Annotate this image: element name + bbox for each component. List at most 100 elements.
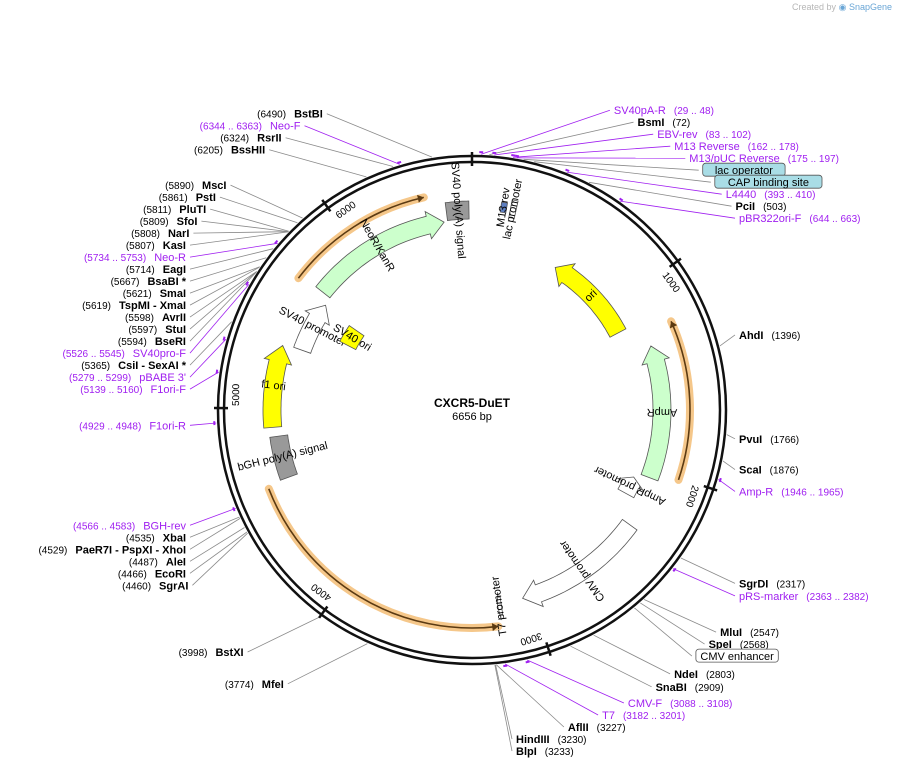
site-sgrai-name: SgrAI xyxy=(159,580,188,592)
site-mfei-connector xyxy=(287,643,368,685)
primer-t7-name: T7 xyxy=(602,710,615,722)
primer-m13-puc-reverse-range: (175 .. 197) xyxy=(788,154,839,165)
watermark-created-by: Created by xyxy=(792,2,837,12)
site-alei-connector xyxy=(189,527,245,562)
site-eagi-label: (5714)EagI xyxy=(126,264,186,276)
site-sfoi-label: (5809)SfoI xyxy=(140,216,198,228)
boxed-feature-cmv-enhancer: CMV enhancer xyxy=(695,648,779,663)
site-avrii-position: (5598) xyxy=(125,313,154,324)
primer-prs-marker: pRS-marker(2363 .. 2382) xyxy=(739,591,869,603)
site-bsabi-name: BsaBI * xyxy=(147,276,186,288)
tick-2000 xyxy=(703,484,718,492)
primer-amp-r-connector xyxy=(718,479,736,492)
primer-prs-marker-connector xyxy=(672,568,736,597)
primer-neo-r-label: (5734 .. 5753)Neo-R xyxy=(84,252,186,264)
primer-t7-mark xyxy=(503,664,508,668)
site-scai-connector xyxy=(722,460,736,470)
site-msci-position: (5890) xyxy=(165,181,194,192)
site-avrii-label: (5598) AvrII xyxy=(125,312,186,324)
primer-f1ori-r: (4929 .. 4948)F1ori-R xyxy=(79,420,186,432)
site-spei-connector xyxy=(640,602,705,645)
primer-amp-r: Amp-R(1946 .. 1965) xyxy=(739,486,844,498)
site-bstxi-connector xyxy=(247,616,321,653)
site-sfoi-name: SfoI xyxy=(177,216,198,228)
site-ahdi-connector xyxy=(719,334,736,347)
primer-sv40pa-r: SV40pA-R(29 .. 48) xyxy=(614,105,714,117)
site-alei-label: (4487)AleI xyxy=(129,556,186,568)
primer-neo-f-mark xyxy=(397,160,402,164)
orf-arcs xyxy=(264,193,694,632)
primer-sv40pro-f-label: (5526 .. 5545)SV40pro-F xyxy=(63,348,187,360)
site-csii-sexai: (5365)CsiI - SexAI * xyxy=(81,360,186,372)
site-ecori-label: (4466)EcoRI xyxy=(118,568,186,580)
site-aflii-name: AflII xyxy=(568,722,589,734)
orf-arrowhead-0 xyxy=(417,194,424,203)
site-sgrdi-connector xyxy=(680,557,736,584)
primer-bgh-rev: (4566 .. 4583)BGH-rev xyxy=(73,520,187,532)
site-kasi-position: (5807) xyxy=(126,241,155,252)
site-sfoi-connector xyxy=(201,220,289,232)
site-bsmi-position: (72) xyxy=(672,118,690,129)
site-smai-label: (5621)SmaI xyxy=(123,288,186,300)
site-nari-name: NarI xyxy=(168,228,189,240)
site-sgrai: (4460)SgrAI xyxy=(122,580,188,592)
tick-6000 xyxy=(321,199,332,213)
primer-sv40pro-f-mark xyxy=(245,281,249,286)
primer-cmv-f: CMV-F(3088 .. 3108) xyxy=(628,698,733,710)
site-aflii: AflII(3227) xyxy=(568,722,626,734)
primer-prs-marker-name: pRS-marker xyxy=(739,591,799,603)
site-bsshii-label: (6205)BssHII xyxy=(194,145,265,157)
primer-m13-puc-reverse: M13/pUC Reverse(175 .. 197) xyxy=(689,153,839,165)
boxed-feature-lac-operator-connector xyxy=(523,158,699,171)
primer-m13-reverse-range: (162 .. 178) xyxy=(748,142,799,153)
site-csii-sexai-position: (5365) xyxy=(81,361,110,372)
site-ndei-name: NdeI xyxy=(674,669,698,681)
boxed-feature-cmv-enhancer-label: CMV enhancer xyxy=(700,651,774,663)
primer-f1ori-r-name: F1ori-R xyxy=(149,420,186,432)
primer-ebv-rev-range: (83 .. 102) xyxy=(706,130,752,141)
site-pluti-label: (5811)PluTI xyxy=(143,204,206,216)
site-mfei: (3774)MfeI xyxy=(225,679,284,691)
site-paer7i-pspxi-xhoi: (4529)PaeR7I - PspXI - XhoI xyxy=(38,544,186,556)
site-alei: (4487)AleI xyxy=(129,556,186,568)
site-bsshii-name: BssHII xyxy=(231,145,265,157)
site-bsmi-name: BsmI xyxy=(638,117,665,129)
primer-pbabe-3-connector xyxy=(189,338,227,378)
snapgene-watermark: Created by ◉ SnapGene xyxy=(792,2,892,13)
primer-sv40pro-f-range: (5526 .. 5545) xyxy=(63,349,125,360)
primer-neo-r: (5734 .. 5753)Neo-R xyxy=(84,252,186,264)
site-psti-name: PstI xyxy=(196,192,216,204)
site-mlui-connector xyxy=(643,599,717,633)
site-snabi: SnaBI(2909) xyxy=(656,682,724,694)
site-bseri-connector xyxy=(189,271,257,342)
site-xbai-connector xyxy=(189,516,240,538)
site-xbai-name: XbaI xyxy=(163,532,186,544)
site-blpi-connector xyxy=(494,664,513,752)
site-smai: (5621)SmaI xyxy=(123,288,186,300)
site-blpi-label: BlpI(3233) xyxy=(516,746,574,758)
site-pcii-position: (503) xyxy=(763,202,786,213)
orf-line-2 xyxy=(670,320,691,481)
site-avrii-name: AvrII xyxy=(162,312,186,324)
primer-pbabe-3-range: (5279 .. 5299) xyxy=(69,373,131,384)
orf-arrowhead-1 xyxy=(491,623,499,632)
site-spei-label: SpeI(2568) xyxy=(709,639,769,651)
site-tspmi-xmai-name: TspMI - XmaI xyxy=(119,300,186,312)
annotation-labels: SV40pA-R(29 .. 48)BsmI (72)EBV-rev(83 .. … xyxy=(38,105,868,758)
site-psti-label: (5861)PstI xyxy=(159,192,216,204)
primer-sv40pa-r-name: SV40pA-R xyxy=(614,105,666,117)
primer-bgh-rev-label: (4566 .. 4583)BGH-rev xyxy=(73,520,187,532)
site-bseri: (5594)BseRI xyxy=(118,336,186,348)
site-sgrdi-position: (2317) xyxy=(776,579,805,590)
site-hindiii-name: HindIII xyxy=(516,734,550,746)
primer-cmv-f-label: CMV-F(3088 .. 3108) xyxy=(628,698,733,710)
primer-ebv-rev: EBV-rev(83 .. 102) xyxy=(657,129,751,141)
primer-l4440-connector xyxy=(566,171,722,195)
feature-neor-kanr xyxy=(315,210,445,299)
site-bsmi-connector xyxy=(489,121,634,155)
site-ecori: (4466)EcoRI xyxy=(118,568,186,580)
primer-l4440-mark xyxy=(565,168,570,172)
primer-amp-r-range: (1946 .. 1965) xyxy=(781,487,843,498)
tick-label-3000: 3000 xyxy=(518,630,543,647)
site-ahdi-position: (1396) xyxy=(771,331,800,342)
